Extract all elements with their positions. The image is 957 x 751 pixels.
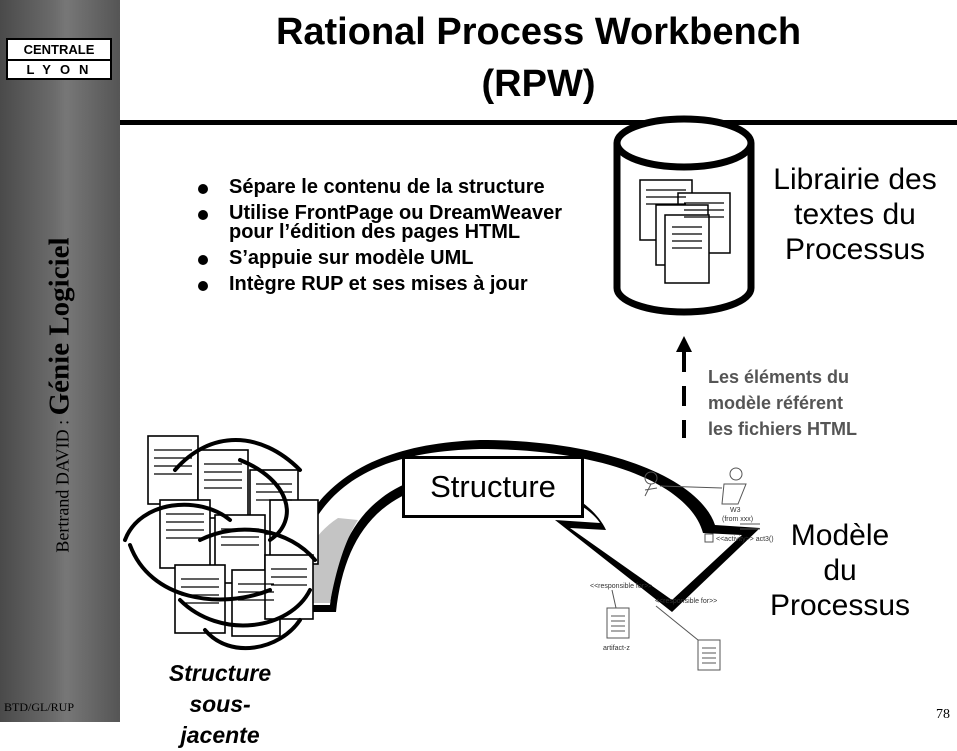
model-reference-label: Les éléments du modèle référent les fich…: [708, 364, 857, 442]
bullet-item: Utilise FrontPage ou DreamWeaver pour l’…: [198, 203, 588, 242]
logo-line-2: LYON: [26, 62, 98, 77]
centrale-lyon-logo: CENTRALE LYON: [6, 38, 112, 80]
logo-line-1: CENTRALE: [8, 40, 110, 61]
page-number: 78: [936, 707, 950, 722]
library-label: Librairie des textes du Processus: [773, 163, 937, 266]
bullet-item: S’appuie sur modèle UML: [198, 248, 588, 268]
bullet-item: Sépare le contenu de la structure: [198, 177, 588, 197]
structure-label: Structure: [402, 456, 584, 518]
uml-model-diagram: [606, 467, 760, 671]
bullet-list: Sépare le contenu de la structure Utilis…: [198, 177, 588, 301]
uml-responsible-label-1: <<responsible for>>: [590, 583, 652, 590]
uml-activity-label: <<activity>> act3(): [716, 536, 774, 543]
title-line-2: (RPW): [481, 63, 596, 105]
underlying-structure-label: Structure sous-jacente: [168, 660, 272, 748]
slide-title: Rational Process Workbench (RPW): [120, 6, 957, 110]
document-stack-icon: [123, 435, 319, 651]
bullet-item: Intègre RUP et ses mises à jour: [198, 274, 588, 294]
reference-line-3: les fichiers HTML: [708, 419, 858, 439]
title-underline: [120, 120, 957, 125]
title-line-1: Rational Process Workbench: [275, 11, 802, 53]
footer-code: BTD/GL/RUP: [4, 700, 75, 714]
uml-responsible-label-2: <<responsible for>>: [655, 598, 717, 605]
dashed-up-arrow-icon: [676, 336, 692, 438]
database-cylinder-icon: [613, 115, 755, 316]
process-model-label: Modèle du Processus: [770, 519, 911, 622]
uml-from-label: (from xxx): [722, 516, 753, 523]
slide-graphics: W3 (from xxx) <<activity>> act3() <<resp…: [123, 115, 774, 671]
uml-artifact-label: artifact-z: [603, 645, 630, 652]
reference-line-1: Les éléments du: [708, 367, 850, 387]
sidebar: CENTRALE LYON Bertrand DAVID : Génie Log…: [0, 0, 120, 722]
reference-line-2: modèle référent: [708, 393, 844, 413]
uml-w3-label: W3: [730, 507, 741, 514]
